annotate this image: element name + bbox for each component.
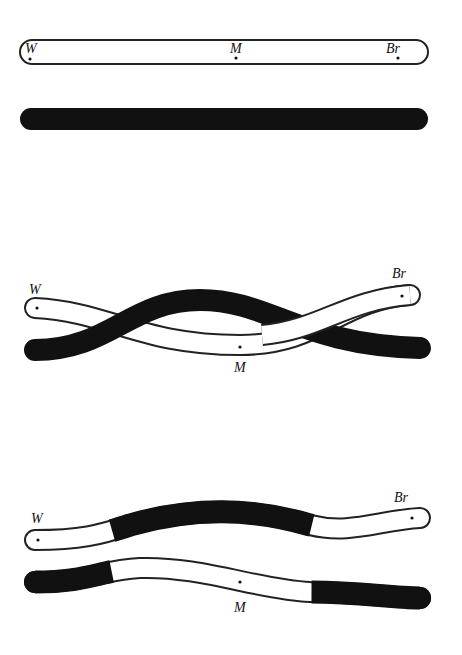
black-chromosome — [20, 108, 428, 130]
gene-label: M — [230, 41, 242, 56]
gene-label: Br — [386, 41, 400, 56]
twisted-pair — [35, 294, 420, 350]
recombined-pair — [35, 512, 420, 598]
locus-dot — [28, 57, 31, 60]
white-chromosome — [20, 40, 428, 64]
gene-label: W — [31, 511, 43, 526]
gene-label: Br — [394, 490, 408, 505]
locus-dot — [234, 56, 237, 59]
locus-dot — [396, 56, 399, 59]
gene-label: M — [234, 600, 246, 615]
gene-label: Br — [392, 266, 406, 281]
gene-label: W — [25, 41, 37, 56]
gene-label: W — [29, 282, 41, 297]
gene-label: M — [234, 360, 246, 375]
